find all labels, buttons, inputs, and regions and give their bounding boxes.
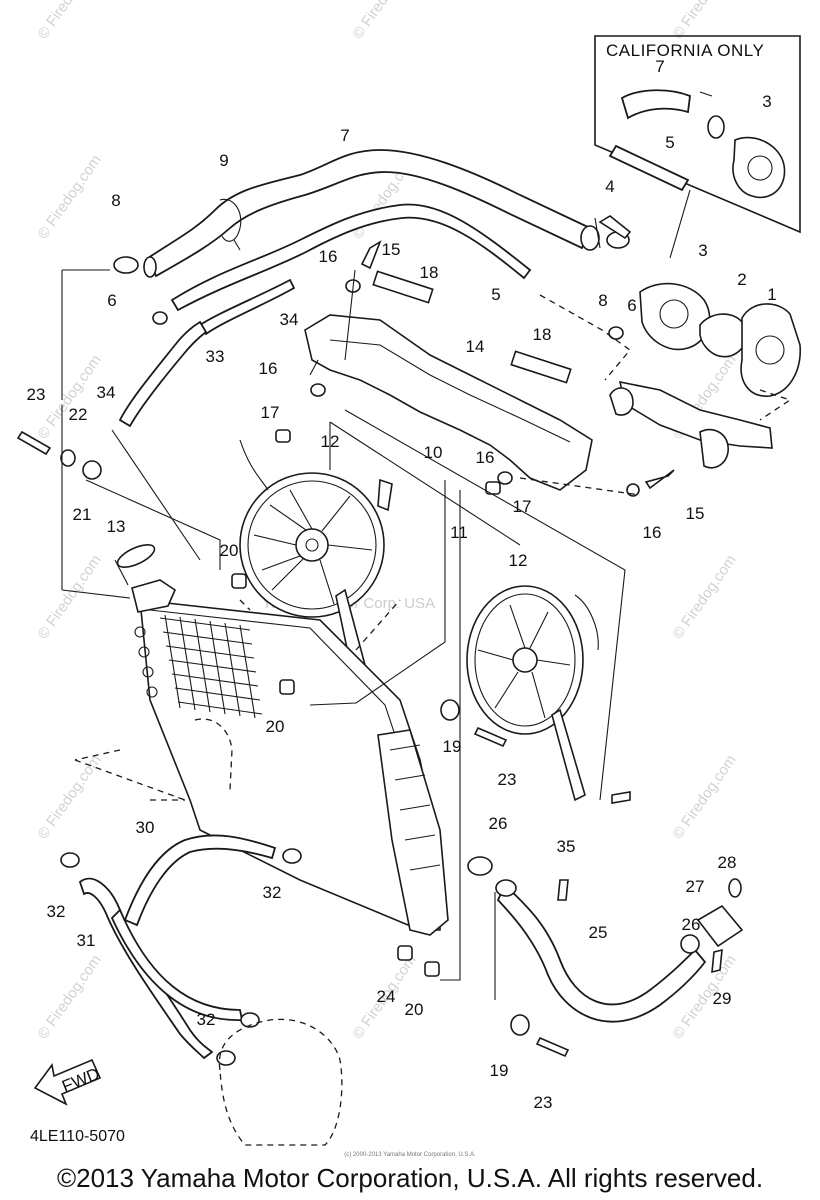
callout-number: 17 — [261, 403, 280, 422]
callout-number: 32 — [263, 883, 282, 902]
callout-number: 28 — [718, 853, 737, 872]
california-only-box: CALIFORNIA ONLY — [594, 35, 801, 234]
bypass-hose — [170, 203, 532, 312]
watermark-text: © Firedog.com — [34, 952, 104, 1043]
callout-number: 31 — [77, 931, 96, 950]
radiator — [131, 579, 449, 936]
callout-number: 6 — [627, 296, 636, 315]
watermark-text: © Firedog.com — [349, 0, 419, 42]
callout-number: 1 — [767, 285, 776, 304]
callout-number: 16 — [319, 247, 338, 266]
callout-number: 17 — [513, 497, 532, 516]
watermark-text: © Firedog.com — [34, 552, 104, 643]
callout-number: 10 — [424, 443, 443, 462]
watermark-text: © Firedog.com — [34, 152, 104, 243]
cooling-fan-right — [466, 585, 599, 802]
callout-number: 5 — [665, 133, 674, 152]
lower-radiator-hose — [495, 879, 707, 1023]
cooling-fan-left — [239, 439, 385, 674]
callout-number: 25 — [589, 923, 608, 942]
callout-number: 30 — [136, 818, 155, 837]
watermark-text: © Firedog.com — [34, 0, 104, 42]
callout-number: 8 — [598, 291, 607, 310]
callout-number: 20 — [266, 717, 285, 736]
breather-hoses-30-31 — [60, 834, 302, 1066]
radiator-core-mesh — [159, 614, 263, 719]
callout-number: 12 — [509, 551, 528, 570]
callout-number: 34 — [97, 383, 116, 402]
damper-pad-18 — [510, 350, 572, 384]
breather-hose-33 — [198, 278, 296, 336]
ca-hose-shape — [620, 89, 691, 120]
callout-number: 19 — [490, 1061, 509, 1080]
callout-number: 20 — [220, 541, 239, 560]
callout-number: 26 — [489, 814, 508, 833]
callout-number: 3 — [762, 92, 771, 111]
callout-number: 23 — [27, 385, 46, 404]
callout-number: 21 — [73, 505, 92, 524]
upper-radiator-hose — [143, 149, 600, 278]
fan-bracket-14 — [304, 314, 593, 491]
callout-number: 14 — [466, 337, 485, 356]
callout-number: 7 — [340, 126, 349, 145]
callout-number: 9 — [219, 151, 228, 170]
breather-hose-34 — [118, 320, 208, 428]
fwd-label: FWD — [59, 1064, 102, 1096]
callout-number: 22 — [69, 405, 88, 424]
copyright-notice: ©2013 Yamaha Motor Corporation, U.S.A. A… — [56, 1163, 764, 1193]
callout-number: 15 — [382, 240, 401, 259]
callout-number: 16 — [476, 448, 495, 467]
callout-number: 27 — [686, 877, 705, 896]
watermark-text: © Firedog.com — [34, 752, 104, 843]
radiator-cap-13 — [116, 544, 156, 568]
callout-number: 19 — [443, 737, 462, 756]
callout-number: 16 — [643, 523, 662, 542]
engine-outline — [218, 1018, 343, 1146]
fwd-arrow-icon: FWD — [33, 1058, 102, 1106]
callout-number: 13 — [107, 517, 126, 536]
callout-number: 4 — [605, 177, 614, 196]
callout-number: 16 — [259, 359, 278, 378]
callout-number: 32 — [47, 902, 66, 921]
callout-number: 24 — [377, 987, 396, 1006]
callout-number: 20 — [405, 1000, 424, 1019]
hardware-parts — [16, 215, 723, 1058]
callout-number: 11 — [450, 523, 468, 542]
thermostat-assembly — [609, 282, 801, 469]
water-fitting-27 — [680, 878, 744, 954]
callout-number: 33 — [206, 347, 225, 366]
callout-number: 15 — [686, 504, 705, 523]
callout-number: 7 — [655, 57, 664, 76]
callout-number: 26 — [682, 915, 701, 934]
watermark-text: © Firedog.com — [669, 552, 739, 643]
leader-lines — [61, 189, 792, 1000]
callout-number: 12 — [321, 432, 340, 451]
callout-number: 29 — [713, 989, 732, 1008]
callout-number: 8 — [111, 191, 120, 210]
callout-number: 2 — [737, 270, 746, 289]
callout-number: 23 — [534, 1093, 553, 1112]
diagram-part-number: 4LE110-5070 — [30, 1128, 125, 1145]
callout-number: 5 — [491, 285, 500, 304]
callout-number: 23 — [498, 770, 517, 789]
callout-number: 6 — [107, 291, 116, 310]
callout-number: 32 — [197, 1010, 216, 1029]
callout-number: 3 — [698, 241, 707, 260]
copyright-small-text: (c) 2000-2013 Yamaha Motor Corporation, … — [344, 1152, 476, 1158]
box-title: CALIFORNIA ONLY — [606, 41, 764, 60]
watermark-text: © Firedog.com — [669, 752, 739, 843]
damper-pad-18 — [372, 270, 434, 304]
callout-number: 18 — [533, 325, 552, 344]
callout-number: 35 — [557, 837, 576, 856]
callout-number: 34 — [280, 310, 299, 329]
callout-number: 18 — [420, 263, 439, 282]
